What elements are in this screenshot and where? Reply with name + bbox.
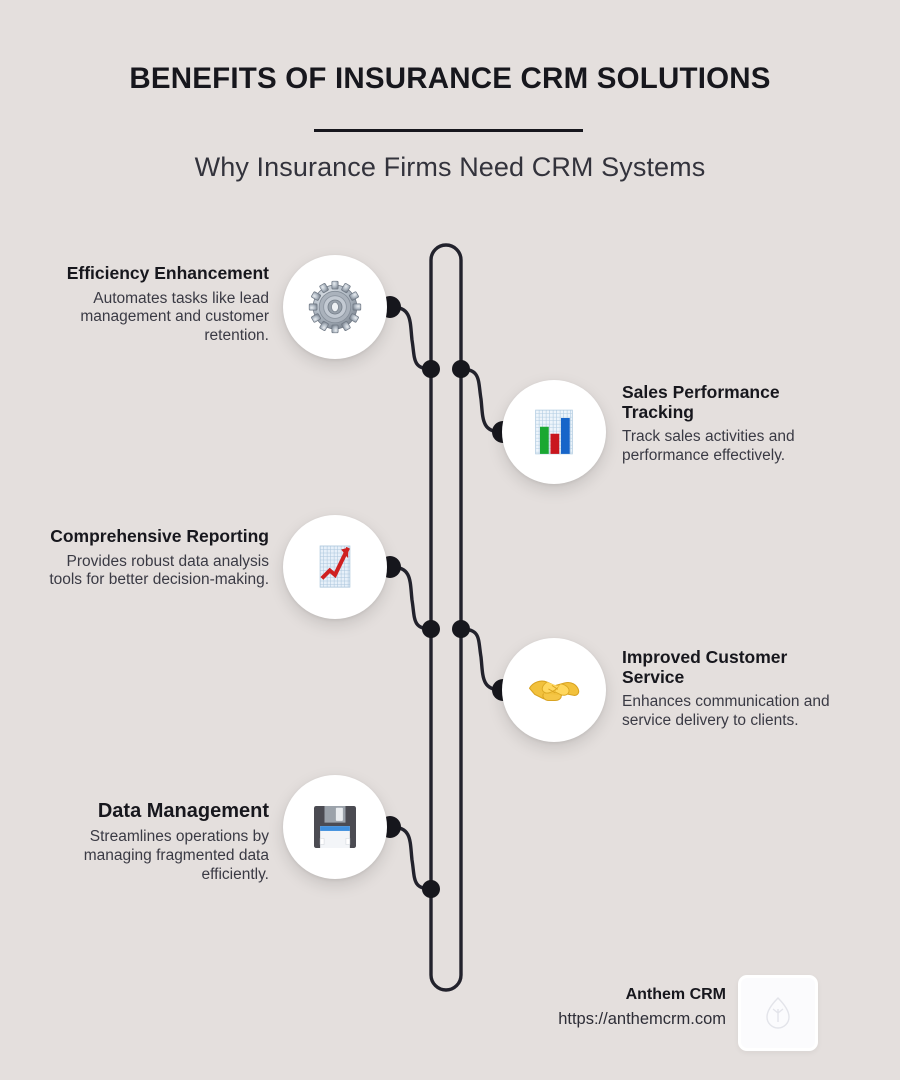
item-body: Automates tasks like lead management and… (80, 289, 269, 344)
icon-badge-customer-service (502, 638, 606, 742)
connector-spine-node-3 (422, 620, 440, 638)
icon-badge-efficiency (283, 255, 387, 359)
item-heading: Efficiency Enhancement (66, 263, 269, 283)
anthem-logo-icon (766, 997, 790, 1029)
floppy-disk-icon (314, 806, 356, 848)
item-text-efficiency: Efficiency Enhancement Automates tasks l… (39, 263, 269, 345)
footer-brand: Anthem CRM (625, 986, 726, 1003)
connector-spine-node-4 (452, 620, 470, 638)
icon-badge-data-management (283, 775, 387, 879)
item-heading: Data Management (97, 800, 269, 822)
item-body: Track sales activities and performance e… (622, 428, 795, 464)
title-divider (314, 129, 583, 132)
item-body: Provides robust data analysis tools for … (49, 552, 269, 589)
footer-url[interactable]: https://anthemcrm.com (558, 1010, 726, 1028)
item-text-comprehensive-reporting: Comprehensive Reporting Provides robust … (39, 526, 269, 590)
connector-spine-node-2 (452, 360, 470, 378)
connector-spine-node-5 (422, 880, 440, 898)
bar-chart-icon (535, 409, 573, 455)
gear-icon (308, 280, 362, 334)
page-subtitle: Why Insurance Firms Need CRM Systems (194, 152, 706, 182)
item-heading: Sales Performance Tracking (622, 382, 780, 422)
footer-logo-box (738, 975, 818, 1051)
icon-badge-comprehensive-reporting (283, 515, 387, 619)
item-text-data-management: Data Management Streamlines operations b… (39, 800, 269, 884)
item-text-sales-performance: Sales Performance Tracking Track sales a… (622, 382, 847, 465)
chart-increasing-icon (319, 545, 351, 588)
icon-badge-sales-performance (502, 380, 606, 484)
item-body: Enhances communication and service deliv… (622, 693, 830, 729)
item-body: Streamlines operations by managing fragm… (83, 828, 269, 883)
page-title: BENEFITS OF INSURANCE CRM SOLUTIONS (129, 62, 771, 95)
connector-spine-node-1 (422, 360, 440, 378)
item-heading: Improved Customer Service (622, 647, 788, 687)
item-heading: Comprehensive Reporting (50, 526, 269, 546)
handshake-icon (528, 680, 580, 701)
item-text-customer-service: Improved Customer Service Enhances commu… (622, 647, 847, 730)
